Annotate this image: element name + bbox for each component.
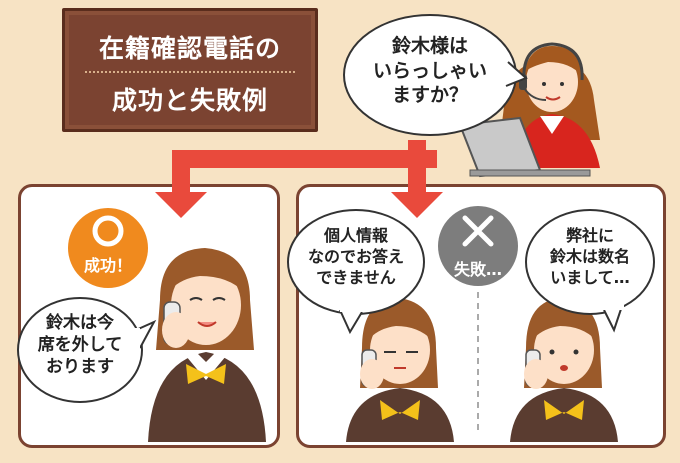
caller-line-2: いらっしゃい — [350, 59, 510, 84]
failure-right-line-1: 弊社に — [530, 226, 650, 247]
success-line-1: 鈴木は今 — [22, 312, 138, 334]
caller-line-3: ますか？ — [350, 83, 510, 108]
failure-left-line-3: できません — [290, 268, 422, 289]
success-badge-label: 成功！ — [70, 252, 146, 276]
caller-line-1: 鈴木様は — [350, 34, 510, 59]
failure-badge-label: 失敗… — [440, 256, 516, 280]
success-line-2: 席を外して — [22, 334, 138, 356]
success-bubble-text: 鈴木は今 席を外して おります — [22, 312, 138, 378]
caller-bubble-text: 鈴木様は いらっしゃい ますか？ — [350, 34, 510, 108]
failure-left-line-2: なのでお答え — [290, 247, 422, 268]
failure-left-line-1: 個人情報 — [290, 226, 422, 247]
failure-bubble-right-text: 弊社に 鈴木は数名 いまして… — [530, 226, 650, 288]
success-woman-figure — [148, 248, 266, 442]
failure-bubble-left-text: 個人情報 なのでお答え できません — [290, 226, 422, 288]
success-badge — [68, 208, 148, 288]
flow-arrows — [155, 140, 443, 218]
failure-woman-left-figure — [346, 298, 454, 442]
failure-right-line-2: 鈴木は数名 — [530, 247, 650, 268]
failure-right-line-3: いまして… — [530, 268, 650, 289]
failure-woman-right-figure — [510, 298, 618, 442]
success-line-3: おります — [22, 356, 138, 378]
